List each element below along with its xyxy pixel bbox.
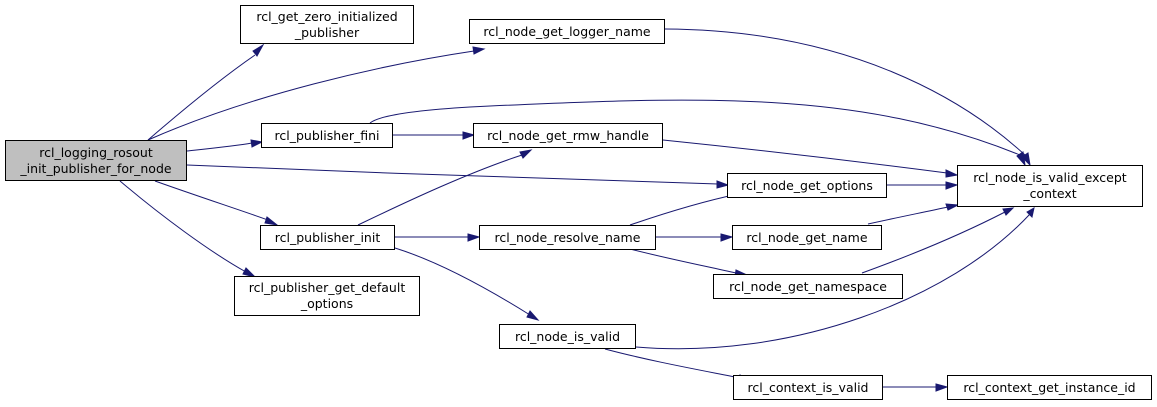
node-label-line-2: _options [300, 296, 354, 311]
node-label: rcl_node_get_namespace [729, 278, 887, 294]
edge-root-to-node-get-logger-name-arrow [472, 46, 486, 55]
edge-node-is-valid-to-node-is-valid-except-context-arrow [1026, 207, 1035, 218]
node-label: rcl_node_resolve_name [494, 229, 641, 245]
node-rcl-context-get-instance-id[interactable]: rcl_context_get_instance_id [947, 375, 1152, 400]
edge-publisher-fini-to-node-get-rmw-handle-arrow [462, 131, 476, 140]
edge-root-to-get-zero-init-pub-arrow [252, 43, 265, 57]
edge-node-get-rmw-handle-to-node-is-valid-except-context-arrow [945, 169, 959, 178]
node-rcl-node-get-options[interactable]: rcl_node_get_options [727, 173, 887, 198]
node-rcl-node-is-valid-except-context[interactable]: rcl_node_is_valid_except _context [957, 165, 1143, 207]
edge-node-get-logger-name-to-node-is-valid-except-context-arrow [1021, 152, 1031, 167]
node-label-line-2: _publisher [294, 24, 360, 40]
edge-root-to-publisher-fini [186, 142, 253, 152]
edge-node-get-name-to-node-is-valid-except-context-arrow [945, 203, 960, 211]
node-rcl-node-resolve-name[interactable]: rcl_node_resolve_name [479, 225, 656, 250]
node-rcl-node-is-valid[interactable]: rcl_node_is_valid [499, 324, 636, 349]
node-label: rcl_node_get_rmw_handle [487, 127, 649, 143]
edge-node-get-namespace-to-node-is-valid-except-context-arrow [1002, 207, 1015, 216]
node-label-line-1: rcl_get_zero_initialized [256, 8, 398, 24]
node-label-line-1: rcl_publisher_get_default [248, 280, 406, 295]
edge-node-get-name-to-node-is-valid-except-context [867, 206, 949, 225]
edge-publisher-fini-to-node-is-valid-except-context [369, 99, 1021, 156]
node-label: rcl_publisher_init [274, 229, 381, 245]
edge-node-is-valid-to-context-is-valid [604, 348, 741, 379]
node-rcl-publisher-init[interactable]: rcl_publisher_init [260, 225, 395, 250]
node-label: rcl_node_get_logger_name [483, 23, 651, 39]
edge-node-is-valid-to-node-is-valid-except-context [635, 213, 1031, 350]
edge-node-resolve-name-to-node-get-options [629, 193, 739, 226]
edge-publisher-init-to-node-resolve-name-arrow [467, 233, 481, 242]
node-rcl-node-get-name[interactable]: rcl_node_get_name [732, 225, 882, 250]
node-label: rcl_node_get_options [741, 177, 873, 193]
edge-publisher-init-to-node-is-valid [394, 247, 531, 316]
node-rcl-context-is-valid[interactable]: rcl_context_is_valid [733, 375, 883, 400]
node-label-line-1: rcl_node_is_valid_except [973, 170, 1127, 185]
node-label-line-2: _init_publisher_for_node [20, 160, 172, 176]
edge-publisher-init-to-node-get-rmw-handle [357, 154, 523, 226]
node-label-line-2: _context [1023, 186, 1077, 201]
node-label: rcl_node_get_name [746, 229, 868, 245]
node-label: rcl_publisher_fini [274, 127, 380, 143]
edge-root-to-publisher-fini-arrow [250, 139, 264, 148]
edge-node-resolve-name-to-node-get-namespace [629, 248, 737, 274]
node-label: rcl_context_get_instance_id [963, 379, 1136, 395]
node-rcl-node-get-rmw-handle[interactable]: rcl_node_get_rmw_handle [473, 123, 663, 148]
node-label-line-1: rcl_logging_rosout [39, 144, 153, 160]
edge-root-to-node-get-logger-name [147, 50, 475, 141]
edge-root-to-pub-get-default-opts-arrow [242, 267, 257, 278]
edge-publisher-init-to-node-get-rmw-handle-arrow [519, 149, 533, 159]
node-rcl-node-get-logger-name[interactable]: rcl_node_get_logger_name [469, 19, 665, 44]
edge-root-to-node-get-options-arrow [716, 180, 730, 189]
node-rcl-node-get-namespace[interactable]: rcl_node_get_namespace [713, 274, 903, 299]
node-rcl-get-zero-initialized-publisher[interactable]: rcl_get_zero_initialized _publisher [240, 5, 414, 44]
node-rcl-logging-rosout-init-publisher-for-node: rcl_logging_rosout _init_publisher_for_n… [5, 140, 187, 181]
edge-context-is-valid-to-context-get-instance-id-arrow [935, 383, 949, 392]
node-rcl-publisher-get-default-options[interactable]: rcl_publisher_get_default _options [234, 276, 420, 316]
edge-node-get-options-to-node-is-valid-except-context-arrow [945, 181, 959, 190]
edge-node-get-logger-name-to-node-is-valid-except-context [664, 28, 1026, 156]
edge-root-to-pub-get-default-opts [119, 180, 247, 273]
edge-node-get-namespace-to-node-is-valid-except-context [861, 211, 1006, 274]
node-label: rcl_context_is_valid [747, 379, 869, 395]
edge-root-to-get-zero-init-pub [147, 54, 256, 141]
edge-root-to-publisher-init-arrow [264, 216, 279, 226]
edge-root-to-publisher-init [154, 180, 269, 221]
edge-root-to-node-get-options [186, 164, 719, 185]
node-label: rcl_node_is_valid [514, 328, 621, 344]
edge-node-get-rmw-handle-to-node-is-valid-except-context [662, 139, 948, 174]
edge-publisher-init-to-node-is-valid-arrow [526, 310, 540, 321]
node-rcl-publisher-fini[interactable]: rcl_publisher_fini [261, 123, 393, 148]
edge-node-resolve-name-to-node-get-name-arrow [720, 233, 734, 242]
